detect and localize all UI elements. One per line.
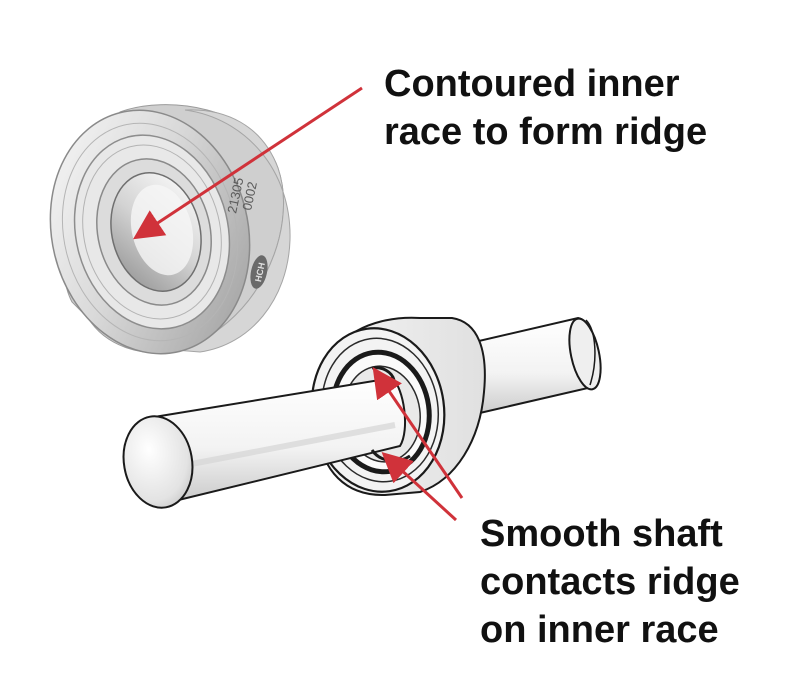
callout-shaft-contact: Smooth shaft contacts ridge on inner rac… [480,510,740,654]
shaft-with-bearing-icon [122,316,602,509]
bearing-part-number: 21305 [224,176,246,214]
arrow-to-ridge-top [372,367,464,499]
callout-shaft-contact-line-1: Smooth shaft [480,513,723,555]
arrow-to-ridge-bottom [381,451,458,522]
callout-shaft-contact-line-3: on inner race [480,609,719,651]
callout-shaft-contact-line-2: contacts ridge [480,561,740,603]
arrow-to-inner-race [132,86,363,240]
ball-bearing-icon: 21305 0002 HCH [49,104,291,355]
callout-inner-race-line-2: race to form ridge [384,111,708,153]
callout-arrows [132,86,464,522]
bearing-code: 0002 [239,180,260,211]
callout-inner-race: Contoured inner race to form ridge [384,60,707,156]
callout-inner-race-line-1: Contoured inner [384,63,680,105]
bearing-brand-logo: HCH [253,262,267,283]
